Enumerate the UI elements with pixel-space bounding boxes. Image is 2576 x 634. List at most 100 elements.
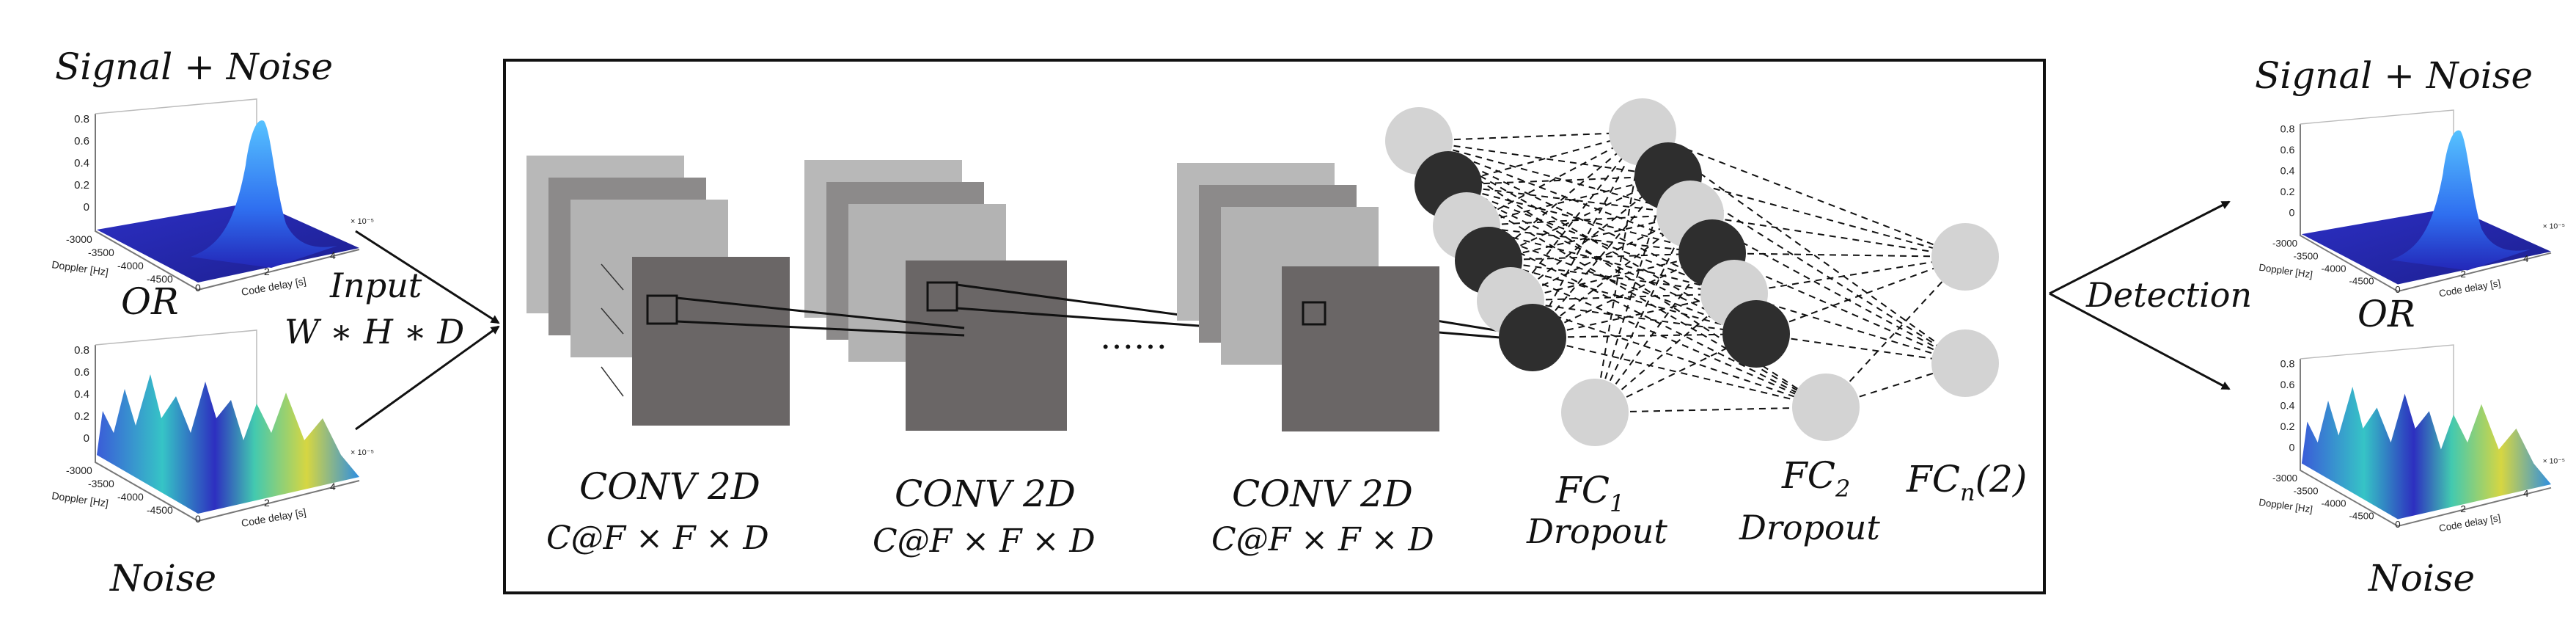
fcn-subscript: n [1960,478,1975,506]
surface-peak [191,120,337,268]
delay-ticks: 0 2 4 × 10⁻⁵ [195,448,374,525]
z-axis-ticks: 0.8 0.6 0.4 0.2 0 [74,113,89,214]
fc1-subscript: 1 [1610,489,1624,517]
fc-connection [1733,256,1966,294]
z-axis-ticks: 0.8 0.6 0.4 0.2 0 [2280,123,2295,219]
fc1-label: FC1 [1555,469,1624,517]
z-tick: 0.6 [2280,379,2295,391]
fc-network [1385,98,1999,446]
y-axis-label: Code delay [s] [241,506,307,529]
network-box: …… CONV 2D C@F × F × D CONV 2D C@F × F ×… [503,59,2046,594]
delay-tick: 2 [264,266,270,277]
y-axis-label: Code delay [s] [2438,277,2501,299]
x-axis-label: Doppler [Hz] [2258,497,2313,515]
right-title-noise: Noise [2368,557,2475,600]
fc-connection [1642,131,1966,364]
z-tick: 0 [84,201,89,214]
conv-labels: CONV 2D C@F × F × D CONV 2D C@F × F × D … [546,465,1434,560]
fc-connection [1532,131,1643,338]
plot-back-frame [95,98,257,209]
detection-label: Detection [2085,275,2252,315]
fc2-dropout: Dropout [1739,508,1880,547]
conv2-shape: C@F × F × D [873,522,1096,560]
z-tick: 0.4 [2280,165,2295,177]
delay-tick: 0 [2395,284,2400,295]
conv-kernel [1302,301,1326,326]
doppler-tick: -3000 [2272,238,2297,249]
fc-connection [1667,175,1966,258]
z-tick: 0.2 [74,179,89,192]
fc1-name: FC [1555,469,1610,511]
fc1-dropout: Dropout [1526,511,1667,551]
right-or-label: OR [2357,293,2415,335]
plot-back-frame [2300,344,2454,450]
doppler-tick: -4000 [117,491,144,503]
z-tick: 0.2 [2280,186,2295,198]
y-axis-label: Code delay [s] [2438,512,2501,534]
input-label: Input [329,266,422,305]
conv1-shape: C@F × F × D [546,520,769,557]
doppler-tick: -4500 [2349,276,2374,287]
doppler-tick: -3500 [2294,485,2319,496]
x-axis-label: Doppler [Hz] [51,258,109,278]
right-plot-noise: 0.8 0.6 0.4 0.2 0 -3000 -3500 -4000 -450… [2258,344,2565,534]
fc-connection [1510,300,1827,408]
delay-exponent: × 10⁻⁵ [351,448,374,457]
delay-ticks: 0 2 4 × 10⁻⁵ [2395,223,2565,295]
z-tick: 0.6 [2280,145,2295,156]
delay-exponent: × 10⁻⁵ [2543,458,2565,466]
fc2-label: FC2 [1781,454,1850,503]
connection-line [676,320,965,337]
z-axis-ticks: 0.8 0.6 0.4 0.2 0 [2280,358,2295,453]
feature-map-front [1282,266,1439,431]
right-plot-signal-noise: 0.8 0.6 0.4 0.2 0 -3000 -3500 -4000 -450… [2258,109,2565,299]
right-title-signal-noise: Signal + Noise [2255,54,2533,97]
doppler-tick: -3500 [88,478,114,489]
dropped-neuron-layer2 [1722,300,1790,368]
fc-connection [1466,225,1713,254]
z-tick: 0.6 [74,366,89,379]
surface-peak [2390,130,2531,271]
fc-connection [1594,214,1691,413]
map-edge [601,366,624,397]
conv2-title: CONV 2D [895,473,1076,515]
surface-noise [97,374,359,514]
neuron-layer2 [1792,374,1860,441]
left-title-signal-noise: Signal + Noise [55,45,333,88]
conv-kernel [926,281,958,312]
conv-block-3 [1177,163,1439,431]
z-tick: 0.4 [2280,400,2295,412]
conv-block-2 [804,160,1067,431]
fc-connection [1466,214,1691,227]
plot-frame [2300,359,2552,528]
fc-neurons [1385,98,1999,446]
doppler-tick: -3500 [88,247,114,258]
delay-ticks: 0 2 4 × 10⁻⁵ [195,217,374,294]
fc-connection [1711,252,1966,258]
fc-connection [1466,225,1827,408]
delay-tick: 0 [195,282,201,294]
left-plot-signal-noise: 0.8 0.6 0.4 0.2 0 -3000 -3500 -4000 -450… [51,98,374,298]
feature-map-front [906,260,1067,431]
surface-noise [2301,387,2551,520]
z-tick: 0 [2289,442,2294,453]
dropped-neuron-layer1 [1499,304,1566,371]
delay-tick: 0 [195,513,201,525]
doppler-ticks: -3000 -3500 -4000 -4500 [66,464,173,516]
connection-line [956,307,1240,330]
map-edge [601,263,624,291]
left-title-noise: Noise [109,557,216,600]
conv-block-1 [526,156,790,426]
right-panel: Signal + Noise 0.8 0.6 0.4 0.2 0 -3000 -… [2255,54,2565,600]
connection-line [676,296,965,329]
doppler-ticks: -3000 -3500 -4000 -4500 [66,233,173,285]
delay-tick: 4 [2523,253,2528,264]
fc-connection [1447,184,1735,294]
z-axis-ticks: 0.8 0.6 0.4 0.2 0 [74,344,89,445]
fc2-subscript: 2 [1835,475,1850,503]
doppler-tick: -3000 [66,464,92,476]
x-axis-label: Doppler [Hz] [2258,262,2313,280]
z-tick: 0.2 [2280,421,2295,433]
fcn-suffix: (2) [1975,458,2028,500]
